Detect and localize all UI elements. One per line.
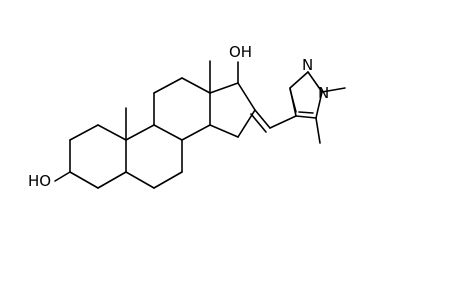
pyrazole-n-methyl-label: N [318, 84, 329, 102]
bond [125, 124, 155, 141]
pyrazole-ring [289, 71, 323, 119]
exocyclic-double-bond [250, 113, 267, 133]
bond [315, 91, 323, 119]
bond [295, 115, 317, 119]
exocyclic-bond [254, 109, 271, 129]
bond [153, 171, 183, 189]
bond [69, 171, 99, 189]
bond [209, 124, 239, 138]
bond [307, 71, 323, 93]
bond [209, 82, 239, 94]
bond [289, 71, 309, 89]
bond [153, 124, 183, 141]
bond [153, 77, 183, 94]
vinyl-bond [269, 115, 297, 129]
bond [181, 77, 211, 94]
hydroxyl-label-top: OH [229, 43, 252, 61]
ring-a [69, 124, 127, 189]
bond [289, 88, 297, 113]
bond [237, 82, 256, 111]
pyrazole-n-label: N [302, 56, 313, 74]
bond [97, 124, 127, 141]
bond [125, 171, 155, 189]
ring-b [125, 124, 183, 189]
c-methyl-bond [315, 117, 321, 144]
hydroxyl-bond [54, 171, 71, 182]
bond [237, 109, 256, 138]
bond [181, 124, 211, 141]
bond [69, 124, 99, 141]
n-methyl-bond [321, 87, 346, 93]
ring-c [153, 77, 211, 141]
bond [298, 111, 314, 114]
hydroxyl-label-left: HO [28, 172, 51, 190]
bond [97, 171, 127, 189]
ring-d [209, 82, 256, 138]
